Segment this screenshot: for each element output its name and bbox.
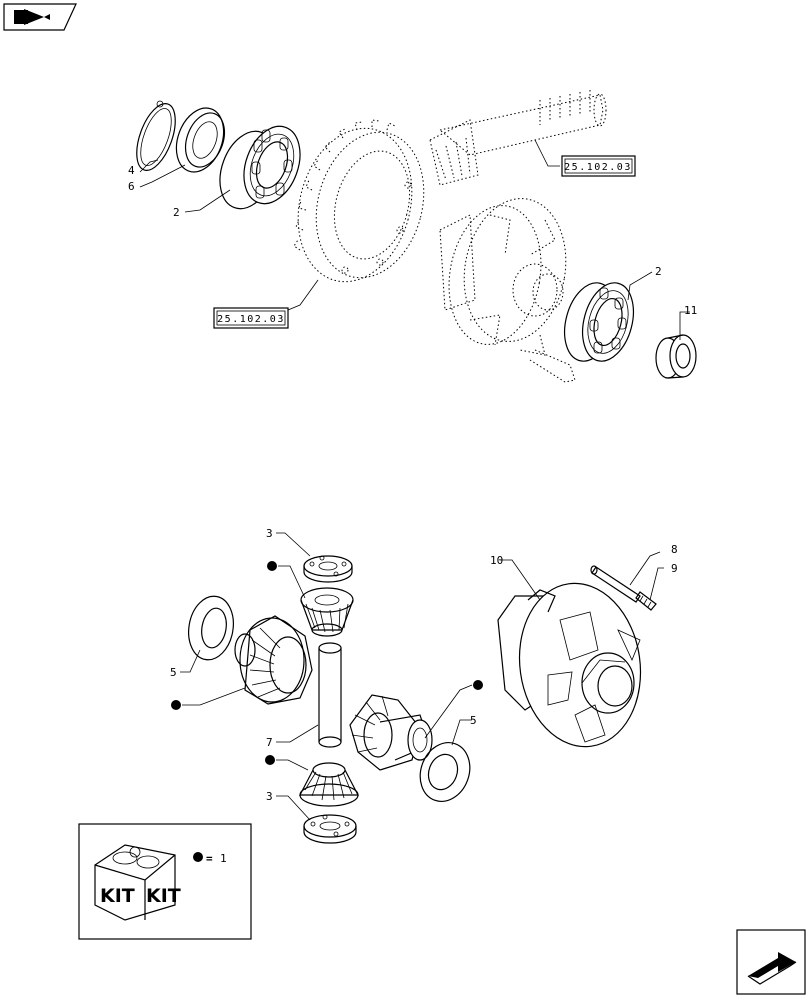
bearing-right	[564, 282, 634, 362]
pinion-shaft-reference	[429, 90, 607, 186]
bottom-leader-lines	[180, 532, 664, 821]
callout-8: 8	[671, 543, 678, 556]
thrust-washer-top	[303, 555, 353, 583]
differential-case	[497, 582, 642, 748]
callout-6: 6	[128, 180, 135, 193]
kit-label-right: KIT	[146, 885, 181, 907]
callout-3-top: 3	[266, 527, 273, 540]
thrust-washer-bottom	[303, 814, 357, 844]
reference-label-ring-gear: 25.102.03	[217, 314, 285, 325]
next-page-arrow-icon[interactable]	[736, 929, 806, 995]
callout-11: 11	[684, 304, 697, 317]
callout-5-right: 5	[470, 714, 477, 727]
bearing-top	[219, 125, 301, 210]
set-screw	[635, 591, 657, 611]
kit-equals-sign: =	[206, 852, 213, 865]
reference-box-ring-gear[interactable]: 25.102.03	[213, 307, 289, 329]
kit-marker-pinion-bottom	[265, 755, 275, 765]
kit-label-left: KIT	[100, 885, 135, 907]
callout-5-left: 5	[170, 666, 177, 679]
reference-label-pinion: 25.102.03	[564, 162, 632, 173]
snap-ring	[136, 100, 176, 171]
differential-housing-reference	[439, 198, 576, 383]
lock-pin	[590, 565, 641, 603]
callout-4: 4	[128, 164, 135, 177]
kit-bullet	[193, 852, 203, 862]
kit-marker-side-gear-right	[473, 680, 483, 690]
pinion-gear-bottom	[299, 762, 359, 807]
ring-gear-reference	[293, 119, 425, 283]
seal-ring	[175, 107, 226, 173]
side-gear-left	[234, 615, 313, 705]
pinion-gear-top	[300, 587, 354, 637]
kit-box-icon: KIT KIT	[94, 844, 181, 921]
callout-7: 7	[266, 736, 273, 749]
top-leader-lines	[139, 139, 690, 340]
back-arrow-icon[interactable]	[3, 3, 77, 31]
callout-10: 10	[490, 554, 503, 567]
side-washer-right	[419, 742, 471, 802]
kit-marker-pinion-top	[267, 561, 277, 571]
callout-2-top: 2	[173, 206, 180, 219]
side-gear-right	[349, 694, 433, 771]
callout-9: 9	[671, 562, 678, 575]
kit-legend: KIT KIT = 1	[78, 823, 252, 940]
side-washer-left	[188, 595, 234, 661]
callout-3-bottom: 3	[266, 790, 273, 803]
kit-marker-side-gear-left	[171, 700, 181, 710]
callout-2-right: 2	[655, 265, 662, 278]
reference-box-pinion[interactable]: 25.102.03	[561, 155, 636, 177]
lock-nut	[655, 334, 697, 379]
kit-item-number: 1	[220, 852, 227, 865]
cross-shaft	[318, 642, 342, 748]
